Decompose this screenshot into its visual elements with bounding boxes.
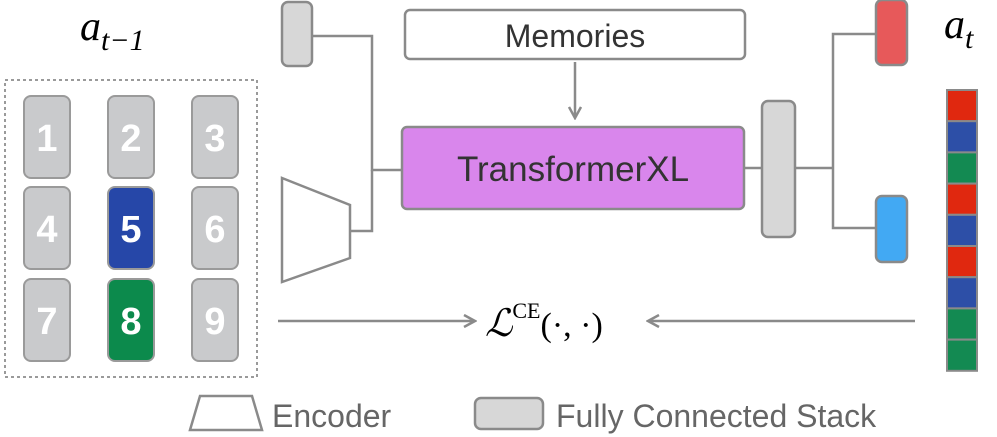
grid-cell-label-3: 3 [204,118,225,160]
memories-box [403,8,747,61]
heads-branch-connector [831,32,876,230]
action-grid-frame [4,79,258,378]
sequence-cell [946,89,978,123]
sequence-cell [946,213,978,248]
grid-cell-label-2: 2 [120,118,141,160]
fc-legend-icon [473,396,545,431]
loss-label: ℒCE(·, ·) [485,298,603,345]
grid-cell-1 [23,95,71,179]
grid-cell-label-9: 9 [204,301,225,343]
encoder-connector [350,170,374,233]
grid-cell-label-8: 8 [120,301,141,343]
sequence-cell [946,245,978,279]
input-fc-connector [312,34,404,172]
grid-cell-9 [191,278,239,362]
encoder-shape [280,176,352,284]
grid-cell-8 [107,278,155,362]
grid-cell-6 [191,186,239,270]
action-grid: 1 2 3 4 5 6 7 8 9 [23,95,239,362]
grid-cell-label-6: 6 [204,209,225,251]
encoder-legend-icon [188,394,264,432]
sequence-cell [946,182,978,216]
action-label: at [944,2,974,55]
grid-cell-7 [23,278,71,362]
sequence-cell [946,338,978,372]
transformer-label: TransformerXL [457,150,689,189]
grid-cell-label-5: 5 [120,209,141,251]
sequence-cell [946,151,978,185]
grid-cell-label-4: 4 [36,209,57,251]
grid-cell-2 [107,95,155,179]
grid-cell-label-1: 1 [36,118,57,160]
grid-cell-label-7: 7 [36,301,57,343]
sequence-cell [946,307,978,341]
action-sequence [946,89,978,372]
grid-cell-4 [23,186,71,270]
input-fc-block [280,0,314,68]
sequence-cell [946,276,978,310]
grid-cell-3 [191,95,239,179]
sequence-cell [946,120,978,154]
memories-label: Memories [505,18,645,54]
grid-cell-5 [107,186,155,270]
prev-action-label: at−1 [80,4,145,57]
output-fc-block [760,99,797,239]
encoder-legend-label: Encoder [272,398,392,434]
action-head-red [874,0,909,67]
value-head-blue [874,194,909,264]
fc-legend-label: Fully Connected Stack [556,398,877,434]
